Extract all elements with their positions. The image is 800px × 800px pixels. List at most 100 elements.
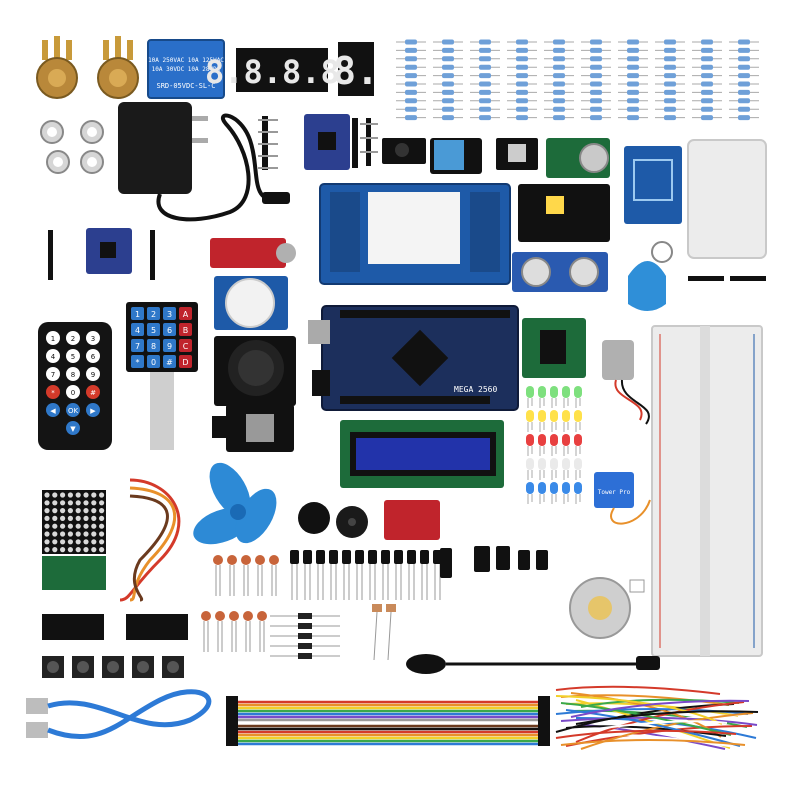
ultrasonic-sensor — [512, 252, 608, 292]
diode — [270, 653, 340, 659]
rfid-keyfob — [628, 241, 673, 311]
resistor — [544, 98, 574, 104]
keypad-key-label: 2 — [151, 310, 156, 319]
resistor — [581, 64, 611, 70]
led — [574, 458, 582, 480]
resistor — [581, 89, 611, 95]
resistor — [433, 106, 463, 112]
remote-key-label: ◀ — [50, 407, 56, 415]
mega-brand: MEGA — [454, 385, 473, 394]
matrix-dot — [91, 515, 97, 522]
single-digit-display: 8. — [333, 42, 379, 96]
resistor — [544, 106, 574, 112]
transistor — [329, 550, 338, 600]
dupont-wire-bundle — [119, 478, 181, 602]
potentiometer-2 — [97, 36, 139, 99]
breadboard-power-module — [518, 184, 610, 242]
ceramic-capacitor — [269, 555, 279, 596]
led — [562, 386, 570, 408]
resistor — [396, 81, 426, 87]
remote-key-label: * — [51, 389, 55, 397]
led — [562, 410, 570, 432]
keypad-key — [147, 323, 160, 336]
mega-model: 2560 — [478, 385, 497, 394]
keypad-key — [179, 323, 192, 336]
dc-motor — [602, 340, 650, 425]
four-digit-display: 8.8.8.8. — [205, 48, 359, 92]
matrix-dot — [75, 492, 81, 498]
matrix-dot — [44, 515, 50, 522]
resistor — [470, 56, 500, 62]
transistor — [355, 550, 364, 600]
ribbon-connector-right — [538, 696, 550, 746]
resistor — [507, 39, 537, 45]
matrix-dot — [52, 539, 58, 545]
matrix-dot — [60, 523, 66, 529]
resistor — [729, 73, 759, 79]
led — [526, 458, 534, 480]
matrix-dot — [99, 508, 105, 514]
remote-key-label: 5 — [71, 353, 75, 361]
stepper-motor — [569, 577, 645, 639]
resistor — [396, 73, 426, 79]
led — [562, 434, 570, 456]
diode — [270, 633, 340, 639]
four-digit-readout: 8.8.8.8. — [205, 53, 359, 91]
resistor — [729, 64, 759, 70]
remote-key-label: OK — [68, 407, 79, 415]
resistor — [729, 115, 759, 121]
remote-key — [46, 367, 60, 381]
resistor — [544, 39, 574, 45]
resistor — [433, 73, 463, 79]
fan-propeller — [193, 462, 277, 545]
keypad-key-label: 8 — [151, 342, 156, 351]
led — [550, 458, 558, 480]
resistor — [396, 89, 426, 95]
matrix-dot — [83, 523, 89, 529]
remote-key-label: 1 — [51, 335, 55, 343]
led-array — [526, 386, 582, 504]
resistor — [581, 98, 611, 104]
prototype-shield — [319, 183, 511, 285]
matrix-dot — [52, 531, 58, 537]
resistor — [507, 89, 537, 95]
ceramic-capacitor — [255, 555, 265, 596]
accelerometer-module — [304, 114, 358, 170]
remote-key-label: # — [90, 389, 96, 397]
resistor — [396, 39, 426, 45]
servo-label: Tower Pro — [598, 489, 631, 496]
keypad-key-label: 1 — [135, 310, 140, 319]
ribbon-connector-left — [226, 696, 238, 746]
resistor — [729, 56, 759, 62]
ic-chip-2 — [126, 614, 188, 640]
led-matrix — [42, 490, 106, 590]
resistor — [618, 115, 648, 121]
matrix-dot — [75, 531, 81, 537]
resistor — [618, 106, 648, 112]
resistor — [470, 64, 500, 70]
matrix-dot — [99, 531, 105, 537]
relay-rating-1: 10A 250VAC 10A 125VAC — [148, 57, 224, 64]
led — [574, 434, 582, 456]
pin-header-short — [360, 118, 378, 166]
matrix-dot — [83, 547, 89, 553]
relay-model: SRD-05VDC-SL-C — [156, 82, 215, 90]
resistor — [396, 106, 426, 112]
resistor — [544, 89, 574, 95]
resistor — [655, 56, 685, 62]
resistor — [433, 115, 463, 121]
matrix-dot — [91, 500, 97, 506]
keypad-key — [163, 307, 176, 320]
keypad-key-label: D — [182, 358, 188, 367]
ceramic-capacitor — [227, 555, 237, 596]
matrix-dot — [83, 500, 89, 506]
water-level-sensor — [384, 500, 440, 540]
transistor — [381, 550, 390, 600]
resistor — [618, 64, 648, 70]
diodes — [270, 613, 340, 659]
resistor — [655, 47, 685, 53]
resistor — [692, 81, 722, 87]
resistor — [396, 47, 426, 53]
transistor — [303, 550, 312, 600]
